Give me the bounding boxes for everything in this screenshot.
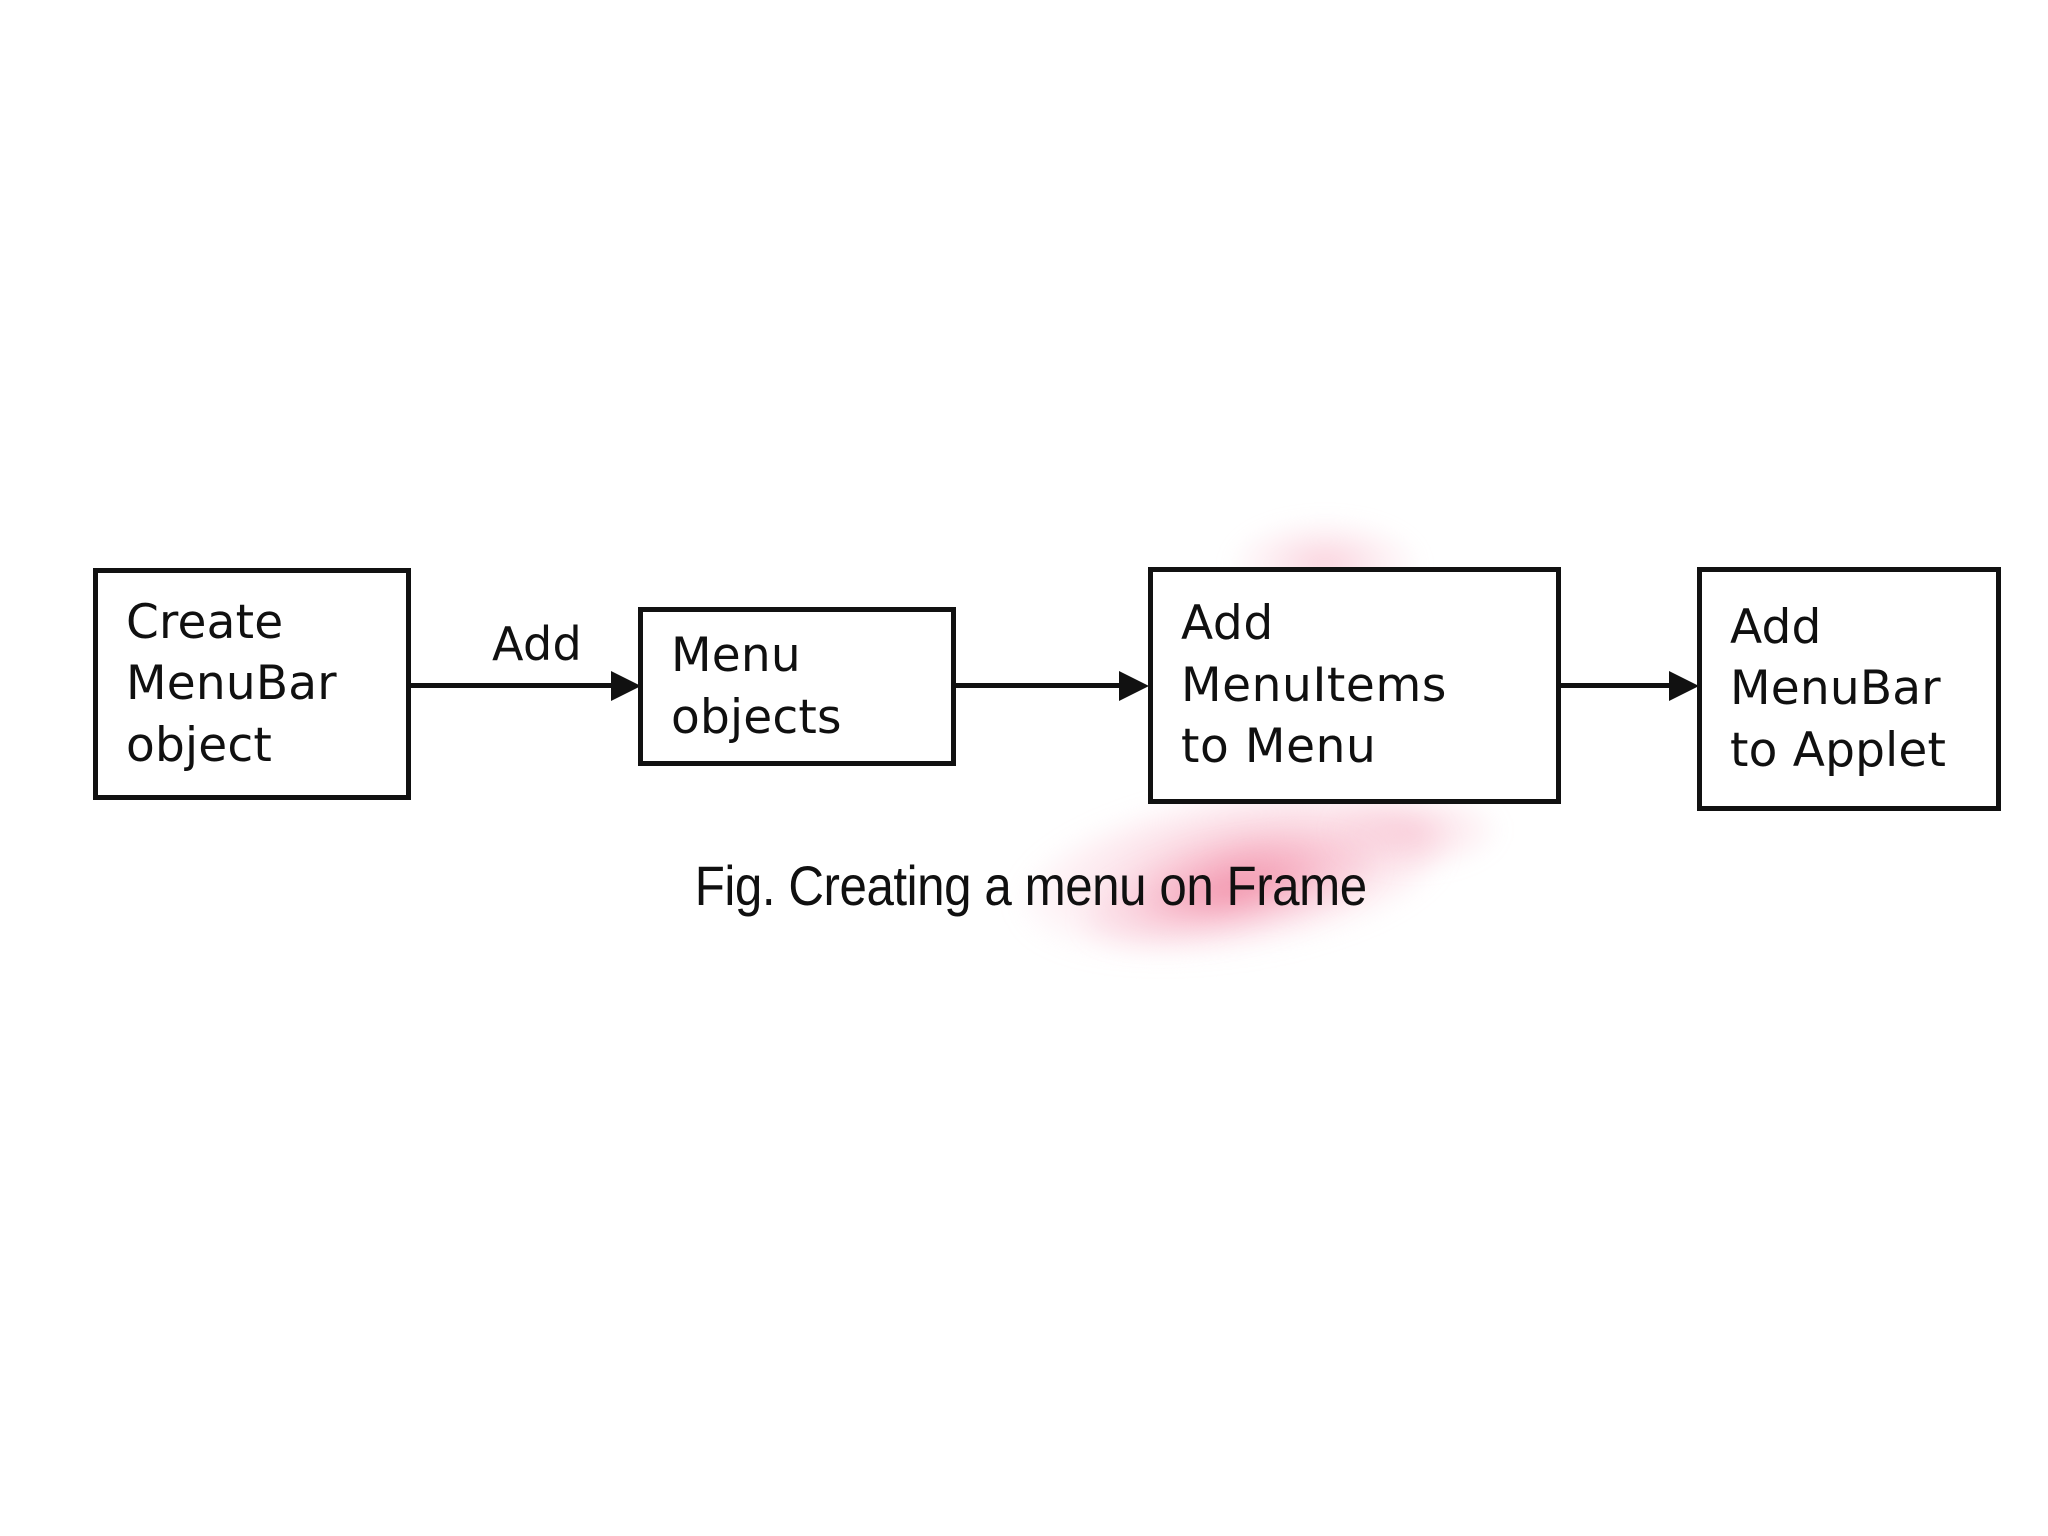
arrow-head-icon xyxy=(1669,671,1699,701)
arrow-head-icon xyxy=(1119,671,1149,701)
flow-arrow-1 xyxy=(411,671,641,701)
flow-node-create-menubar-object[interactable]: Create MenuBar object xyxy=(93,568,411,800)
edge-label-add: Add xyxy=(492,617,582,671)
node-text-line: object xyxy=(126,717,273,773)
node-text-line: Menu xyxy=(671,627,801,683)
arrow-shaft xyxy=(411,683,616,688)
node-text-line: MenuBar xyxy=(1730,661,1941,717)
arrow-shaft xyxy=(956,683,1124,688)
node-text-line: Create xyxy=(126,594,284,650)
node-text-line: Add xyxy=(1730,599,1822,655)
arrow-shaft xyxy=(1561,683,1673,688)
flow-arrow-2 xyxy=(956,671,1151,701)
node-text-line: Add xyxy=(1181,596,1274,652)
figure-caption: Fig. Creating a menu on Frame xyxy=(694,854,1367,917)
node-text-line: objects xyxy=(671,689,842,745)
node-text-line: to Menu xyxy=(1181,719,1377,775)
flow-node-add-menuitems-to-menu[interactable]: Add MenuItems to Menu xyxy=(1148,567,1561,804)
node-text-line: MenuItems xyxy=(1181,657,1447,713)
node-text-line: MenuBar xyxy=(126,656,337,712)
node-text-line: to Applet xyxy=(1730,722,1947,778)
flow-node-add-menubar-to-applet[interactable]: Add MenuBar to Applet xyxy=(1697,567,2001,811)
arrow-head-icon xyxy=(611,671,641,701)
flow-node-menu-objects[interactable]: Menu objects xyxy=(638,607,956,766)
flow-arrow-3 xyxy=(1561,671,1701,701)
